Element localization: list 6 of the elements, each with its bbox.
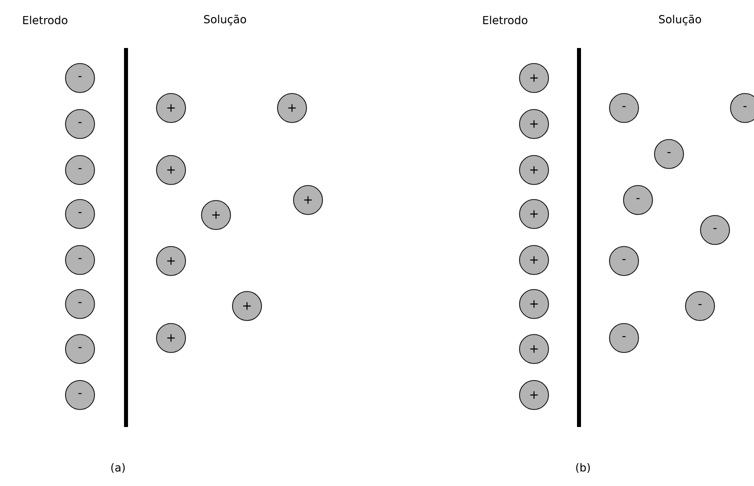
heading: Eletrodo bbox=[483, 16, 528, 24]
heading: Solução bbox=[204, 14, 246, 26]
heading: Eletrodo bbox=[23, 16, 68, 24]
panel-label: (b) bbox=[576, 463, 590, 473]
panel-label: (a) bbox=[111, 463, 125, 473]
heading: Solução bbox=[659, 14, 702, 26]
